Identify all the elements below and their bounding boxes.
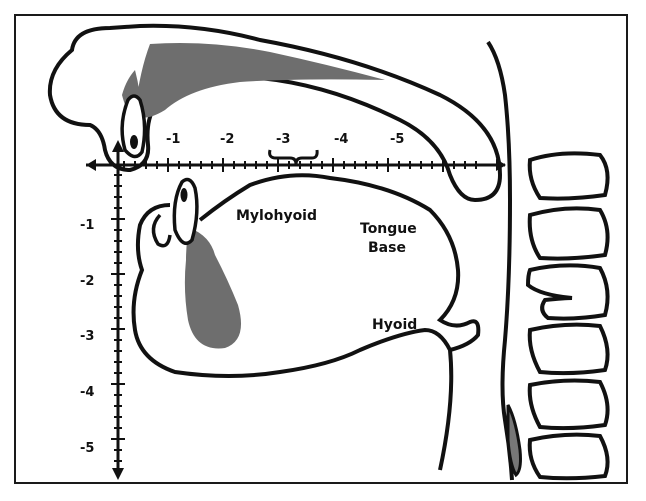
cervical-vertebrae <box>528 153 608 478</box>
tongue-base-label-line1: Tongue <box>360 221 417 237</box>
y-tick-label: -4 <box>80 385 94 400</box>
y-tick-label: -1 <box>80 218 94 233</box>
x-tick-label: -1 <box>166 132 180 147</box>
mylohyoid-label: Mylohyoid <box>236 208 317 224</box>
y-tick-label: -5 <box>80 441 94 456</box>
x-axis-arrow-left <box>86 159 96 171</box>
hyoid-label: Hyoid <box>372 317 417 333</box>
vertebra-4 <box>530 325 608 373</box>
vertebra-5 <box>530 381 608 429</box>
vertebra-3 <box>528 265 608 318</box>
vertebra-1 <box>530 153 608 198</box>
mylohyoid-muscle <box>185 228 241 348</box>
lower-lip-contour <box>153 215 170 246</box>
x-tick-label: -3 <box>276 132 290 147</box>
x-tick-label: -2 <box>220 132 234 147</box>
lower-incisor-root <box>181 188 188 202</box>
x-tick-label: -4 <box>334 132 348 147</box>
vertebra-2 <box>530 208 608 258</box>
upper-incisor-root <box>130 135 138 149</box>
vertebra-6 <box>530 435 608 479</box>
tongue-base-label-line2: Base <box>368 240 406 256</box>
y-tick-label: -2 <box>80 274 94 289</box>
hard-palate-shading <box>135 43 385 118</box>
tongue-outline <box>200 175 478 350</box>
y-axis-arrow-bottom <box>112 468 124 480</box>
y-tick-label: -3 <box>80 329 94 344</box>
x-tick-label: -5 <box>390 132 404 147</box>
